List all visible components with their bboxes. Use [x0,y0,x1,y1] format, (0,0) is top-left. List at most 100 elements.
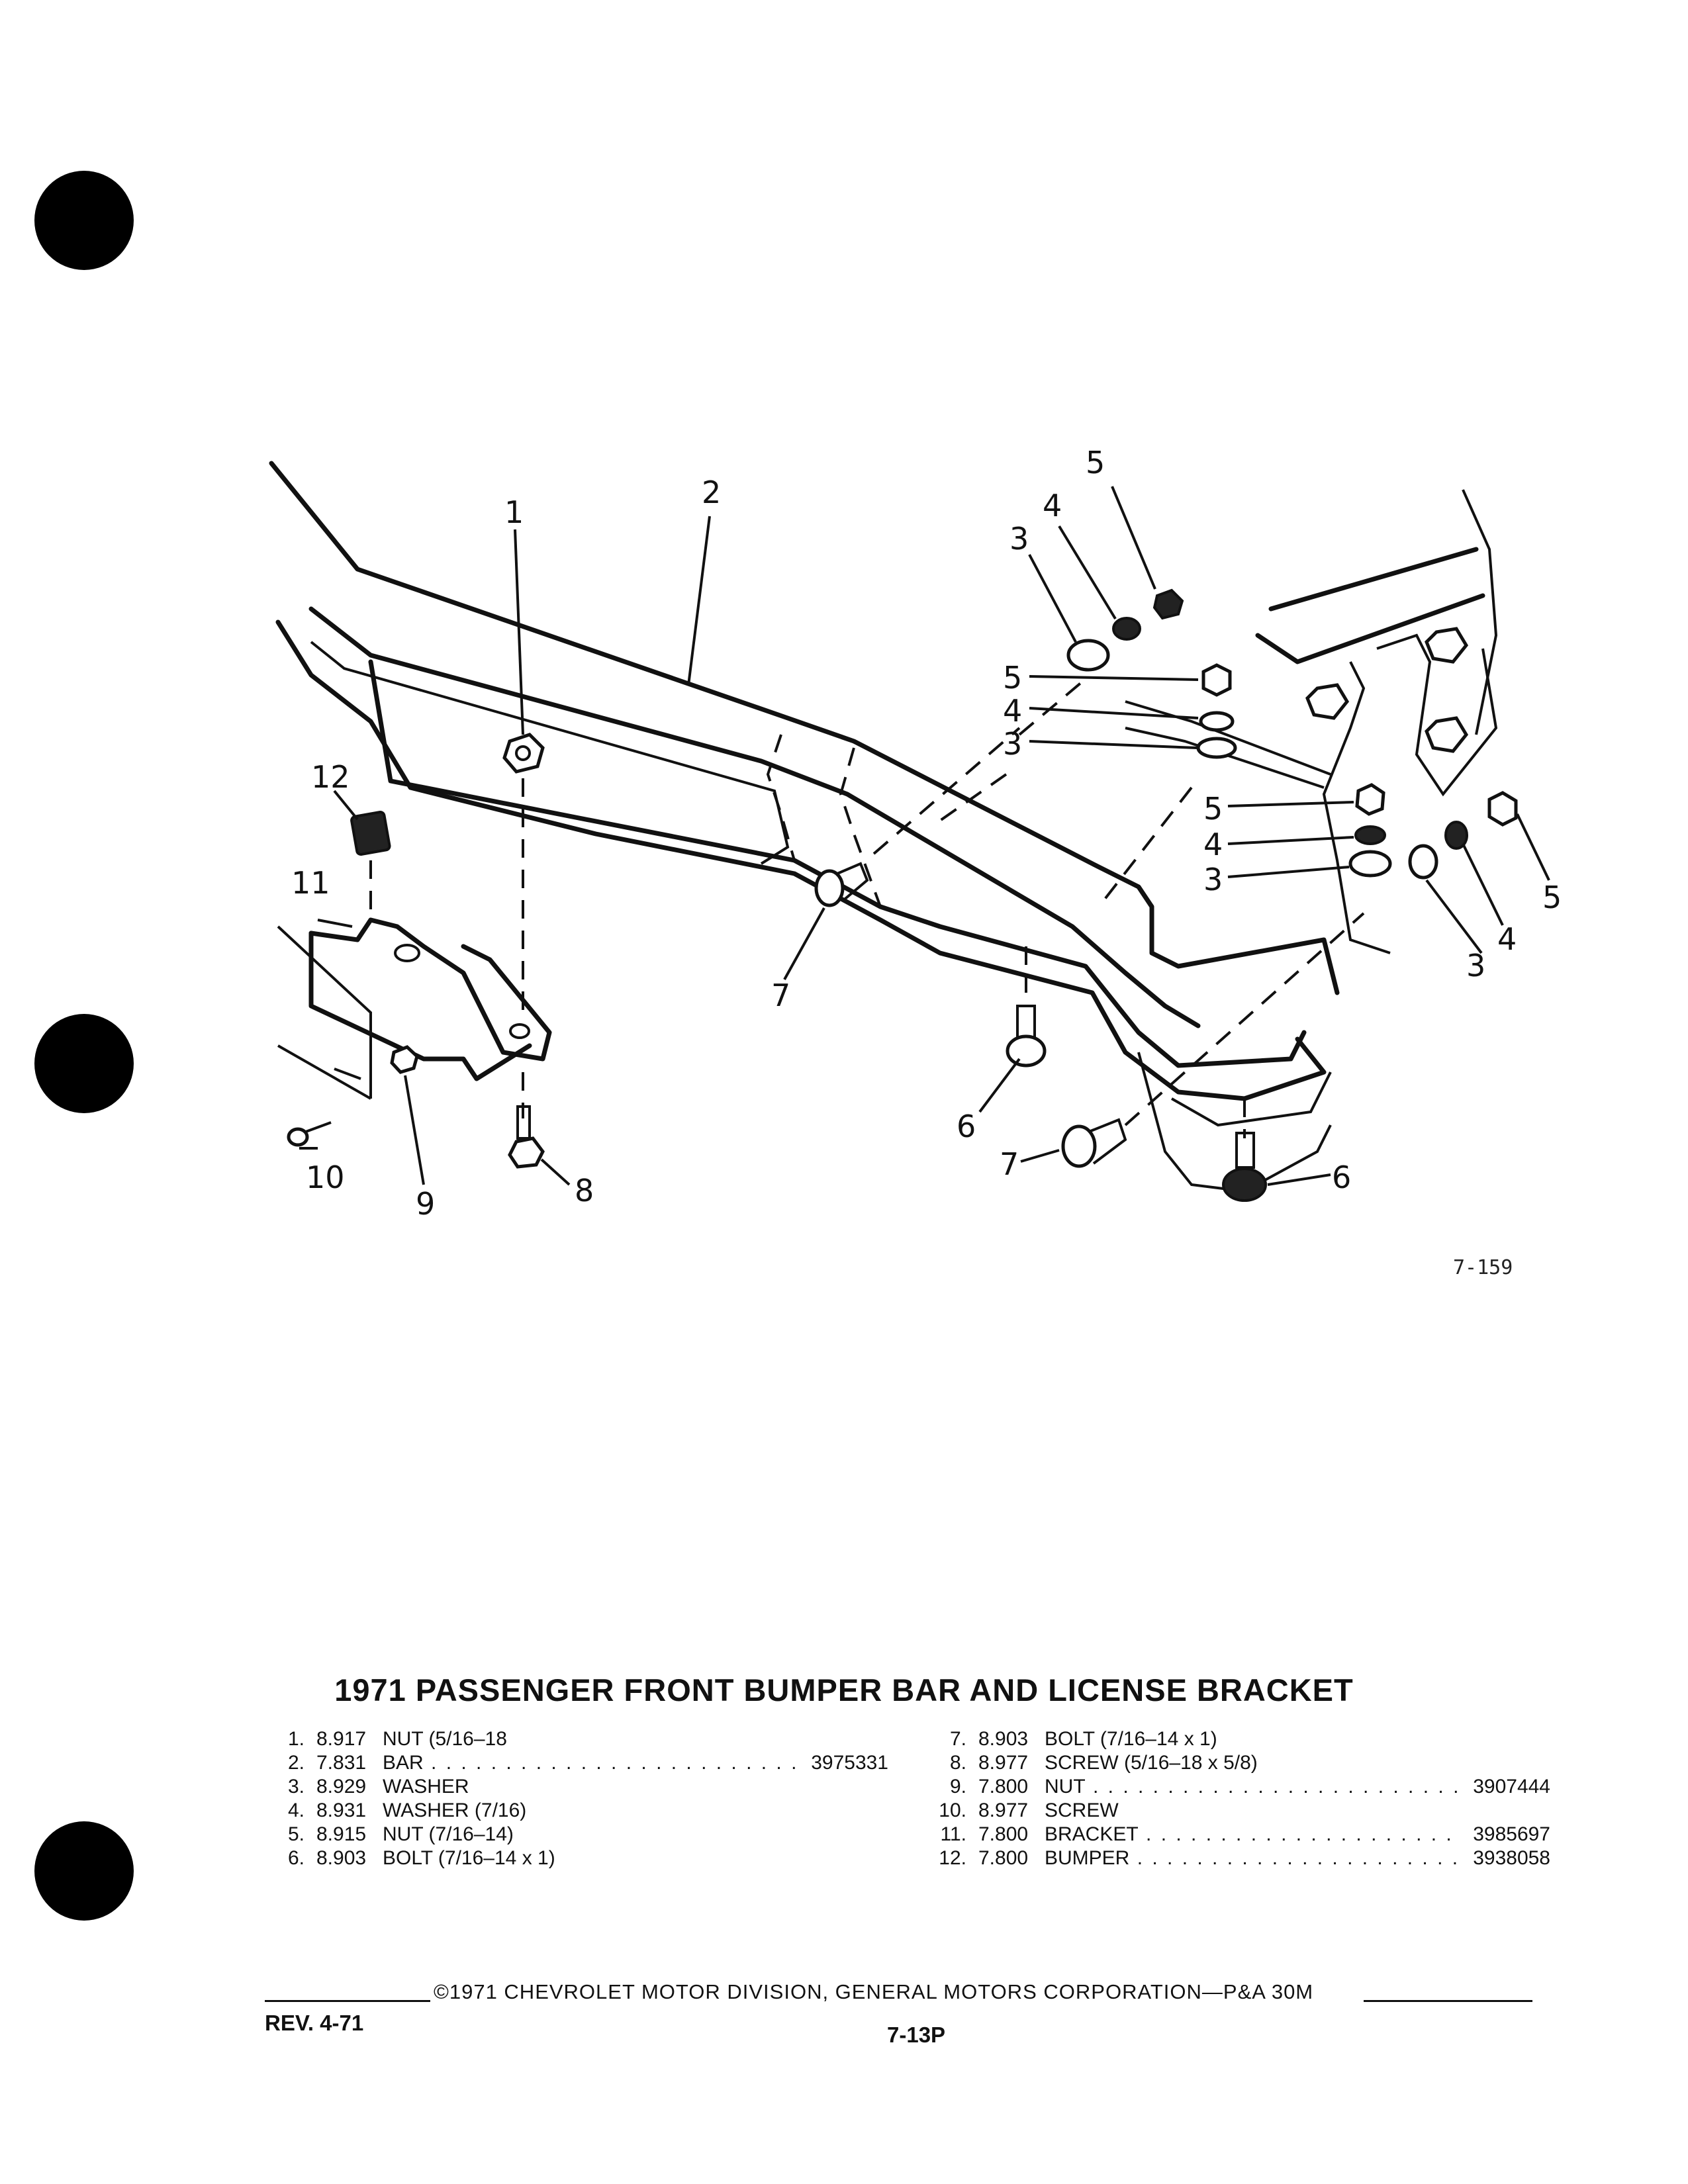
copyright-notice: ©1971 CHEVROLET MOTOR DIVISION, GENERAL … [434,1980,1314,2003]
screw-8-head [508,1136,545,1169]
callout-6: 6 [957,1109,976,1144]
callout-7: 7 [1000,1146,1019,1182]
item-number: 4. [287,1799,305,1821]
parts-row: 9. 7.800 NUT 3907444 [921,1775,1550,1799]
parts-row: 6. 8.903 BOLT (7/16–14 x 1) [259,1846,888,1870]
callout-5: 5 [1203,791,1223,827]
part-number: 3938058 [1459,1846,1550,1870]
page-title: 1971 PASSENGER FRONT BUMPER BAR AND LICE… [334,1672,1354,1707]
part-description: BUMPER [1045,1846,1459,1870]
callout-4: 4 [1203,827,1223,862]
washer-3-mid [1196,737,1237,759]
item-number: 12. [939,1847,966,1869]
parts-row: 4. 8.931 WASHER (7/16) [259,1799,888,1823]
part-description: BOLT (7/16–14 x 1) [1045,1728,1217,1750]
group-number: 8.903 [978,1728,1029,1750]
parts-row: 3. 8.929 WASHER [259,1775,888,1799]
callout-3: 3 [1203,862,1223,897]
item-number: 2. [287,1752,305,1774]
part-description: WASHER [383,1776,469,1797]
parts-row: 2. 7.831 BAR 3975331 [259,1751,888,1775]
nut-5-mid [1201,663,1232,697]
parts-row: 7. 8.903 BOLT (7/16–14 x 1) [921,1727,1550,1751]
bolt-6-lower-head [1222,1167,1267,1202]
item-number: 11. [940,1823,966,1845]
item-number: 3. [287,1776,305,1797]
part-description: SCREW [1045,1799,1119,1821]
bolt-7-lower-head [1061,1124,1097,1168]
callout-7: 7 [771,978,790,1013]
callout-2: 2 [702,475,721,510]
parts-row: 8. 8.977 SCREW (5/16–18 x 5/8) [921,1751,1550,1775]
frame-bracket [1125,489,1498,954]
part-number [797,1727,888,1751]
callout-5: 5 [1003,660,1022,696]
part-description: NUT (5/16–18 [383,1728,507,1750]
callout-11: 11 [291,865,330,901]
callout-5: 5 [1086,445,1105,480]
part-number [797,1775,888,1799]
group-number: 8.903 [316,1847,367,1869]
part-number [797,1799,888,1823]
nut-5-far [1487,791,1518,827]
fasteners [287,588,1518,1202]
callout-8: 8 [575,1173,594,1208]
figure-number: 7-159 [1453,1256,1513,1279]
part-description: NUT (7/16–14) [383,1823,514,1845]
callout-3: 3 [1009,521,1029,557]
group-number: 8.977 [978,1752,1029,1774]
part-description: SCREW (5/16–18 x 5/8) [1045,1752,1258,1774]
exploded-parts-diagram: 1 2 3 4 5 3 4 5 3 4 5 3 4 5 6 6 7 7 8 9 … [269,445,1562,1279]
nut-5-right [1355,783,1385,816]
callout-1: 1 [504,494,524,530]
part-description: BRACKET [1045,1823,1459,1846]
callout-12: 12 [311,759,350,795]
part-number [1459,1727,1550,1751]
item-number: 6. [287,1847,305,1869]
callout-numbers: 1 2 3 4 5 3 4 5 3 4 5 3 4 5 6 6 7 7 8 9 … [291,445,1562,1222]
binder-hole-top [34,171,134,270]
parts-row: 1. 8.917 NUT (5/16–18 [259,1727,888,1751]
parts-list-right: 7. 8.903 BOLT (7/16–14 x 1) 8. 8.977 SCR… [921,1727,1550,1870]
callout-3: 3 [1466,948,1485,983]
parts-list-left: 1. 8.917 NUT (5/16–18 2. 7.831 BAR 39753… [259,1727,888,1870]
nut-9 [390,1045,419,1074]
item-number: 9. [949,1776,966,1797]
parts-row: 12. 7.800 BUMPER 3938058 [921,1846,1550,1870]
callout-10: 10 [306,1160,345,1195]
part-number: 3975331 [797,1751,888,1775]
item-number: 5. [287,1823,305,1845]
group-number: 7.800 [978,1823,1029,1845]
item-number: 8. [949,1752,966,1774]
footer-rule-right [1364,2000,1532,2002]
screw-10-head [287,1127,309,1147]
item-number: 7. [949,1728,966,1750]
group-number: 8.977 [978,1799,1029,1821]
group-number: 8.915 [316,1823,367,1845]
parts-row: 11. 7.800 BRACKET 3985697 [921,1823,1550,1846]
callout-4: 4 [1043,488,1062,523]
part-number: 3907444 [1459,1775,1550,1799]
nut-5-top [1152,588,1184,620]
item-number: 10. [939,1799,966,1821]
callout-5: 5 [1542,880,1562,915]
group-number: 8.931 [316,1799,367,1821]
callout-4: 4 [1497,921,1517,957]
washer-3-top [1066,639,1110,672]
leader-lines [299,486,1550,1186]
part-description: BOLT (7/16–14 x 1) [383,1847,555,1869]
washer-3-right [1348,850,1392,878]
bolt-6-shank [1016,1005,1036,1040]
washer-3-far [1408,844,1438,880]
group-number: 7.831 [316,1752,367,1774]
part-number: 3985697 [1459,1823,1550,1846]
footer-rule-left [265,2000,430,2002]
callout-3: 3 [1003,726,1022,762]
group-number: 8.929 [316,1776,367,1797]
item-number: 1. [287,1728,305,1750]
binder-hole-middle [34,1014,134,1113]
part-number [797,1823,888,1846]
parts-row: 5. 8.915 NUT (7/16–14) [259,1823,888,1846]
washer-4-mid [1199,711,1235,732]
callout-6: 6 [1332,1160,1351,1195]
